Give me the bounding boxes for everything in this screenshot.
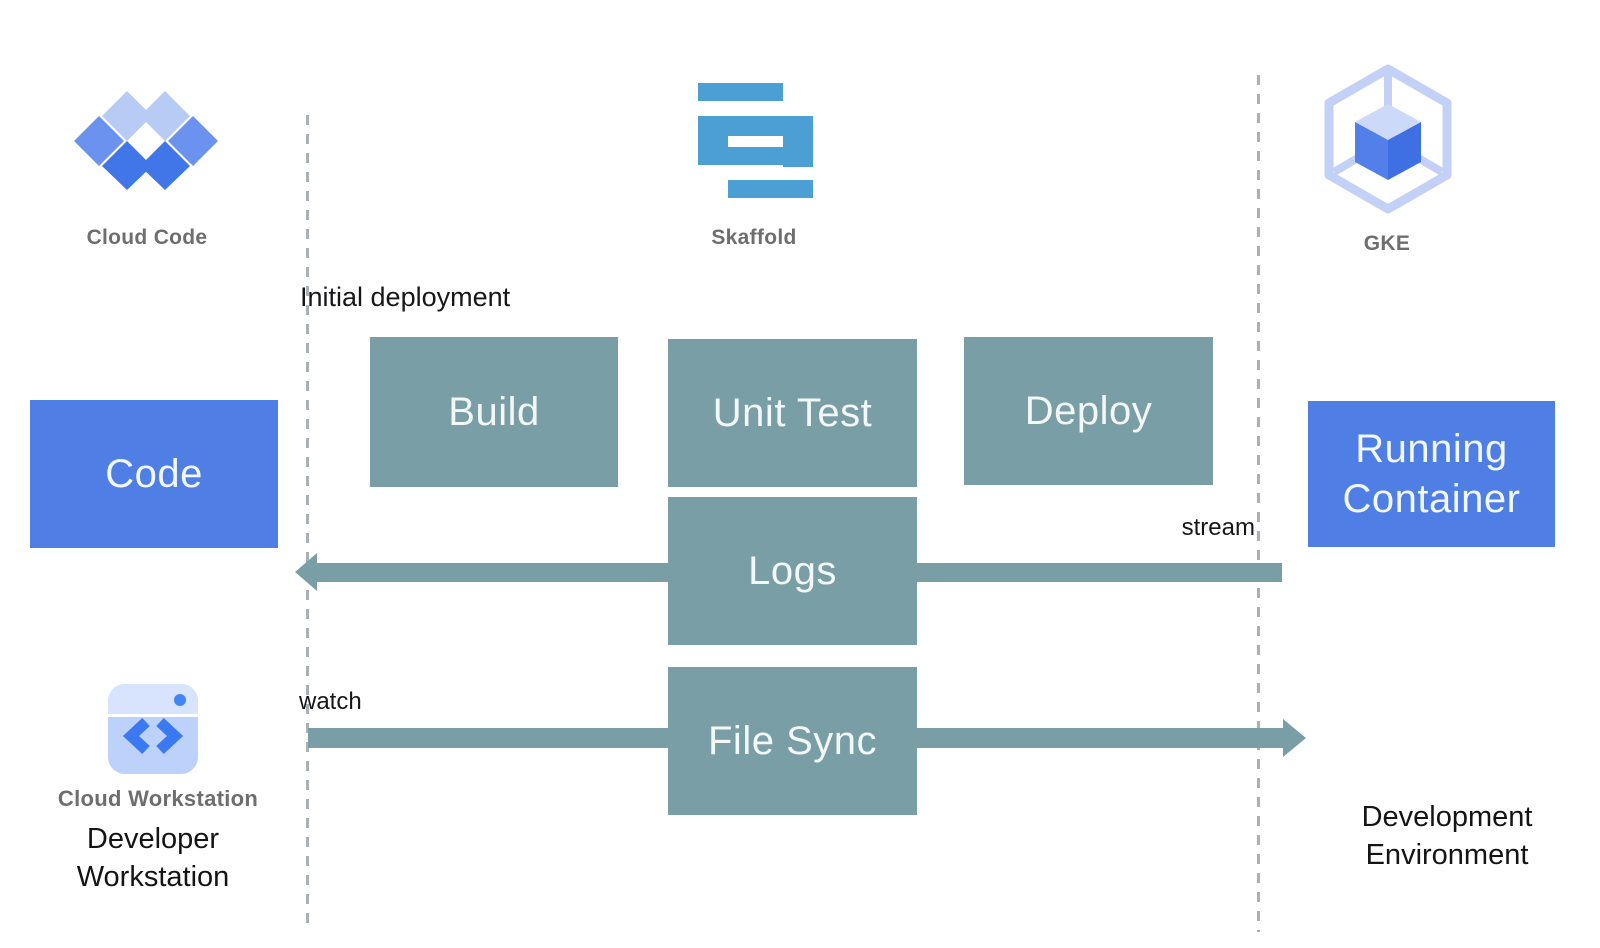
deploy-box-label: Deploy [1024, 388, 1153, 433]
running-container-box: Running Container [1308, 401, 1555, 547]
unit-test-box: Unit Test [668, 339, 917, 487]
file-sync-watch-arrowhead-icon [1283, 719, 1306, 757]
cloud-workstation-icon [108, 684, 198, 774]
deploy-box: Deploy [964, 337, 1213, 485]
cloud-workstation-label: Cloud Workstation [57, 786, 259, 811]
skaffold-icon [698, 83, 813, 198]
build-box: Build [370, 337, 618, 487]
developer-workstation-caption: Developer Workstation [76, 823, 230, 893]
logs-stream-arrowhead-icon [295, 553, 317, 591]
gke-label: GKE [1363, 232, 1411, 255]
file-sync-box-label: File Sync [708, 718, 877, 763]
file-sync-box: File Sync [668, 667, 917, 815]
development-environment-caption: Development Environment [1361, 801, 1533, 871]
logs-box-label: Logs [748, 548, 837, 593]
code-box: Code [30, 400, 278, 548]
running-container-box-label: Running Container [1342, 427, 1521, 521]
unit-test-box-label: Unit Test [712, 390, 873, 435]
build-box-label: Build [448, 389, 540, 434]
stream-label: stream [1181, 514, 1255, 541]
skaffold-label: Skaffold [711, 226, 797, 249]
cloud-code-label: Cloud Code [86, 226, 208, 249]
code-box-label: Code [105, 451, 203, 496]
dashed-separator-right [1257, 75, 1260, 932]
gke-icon [1324, 64, 1452, 214]
dashed-separator-left [306, 115, 309, 932]
initial-deployment-label: Initial deployment [300, 282, 511, 312]
cloud-code-icon [74, 91, 218, 190]
watch-label: watch [299, 688, 362, 715]
logs-box: Logs [668, 497, 917, 645]
